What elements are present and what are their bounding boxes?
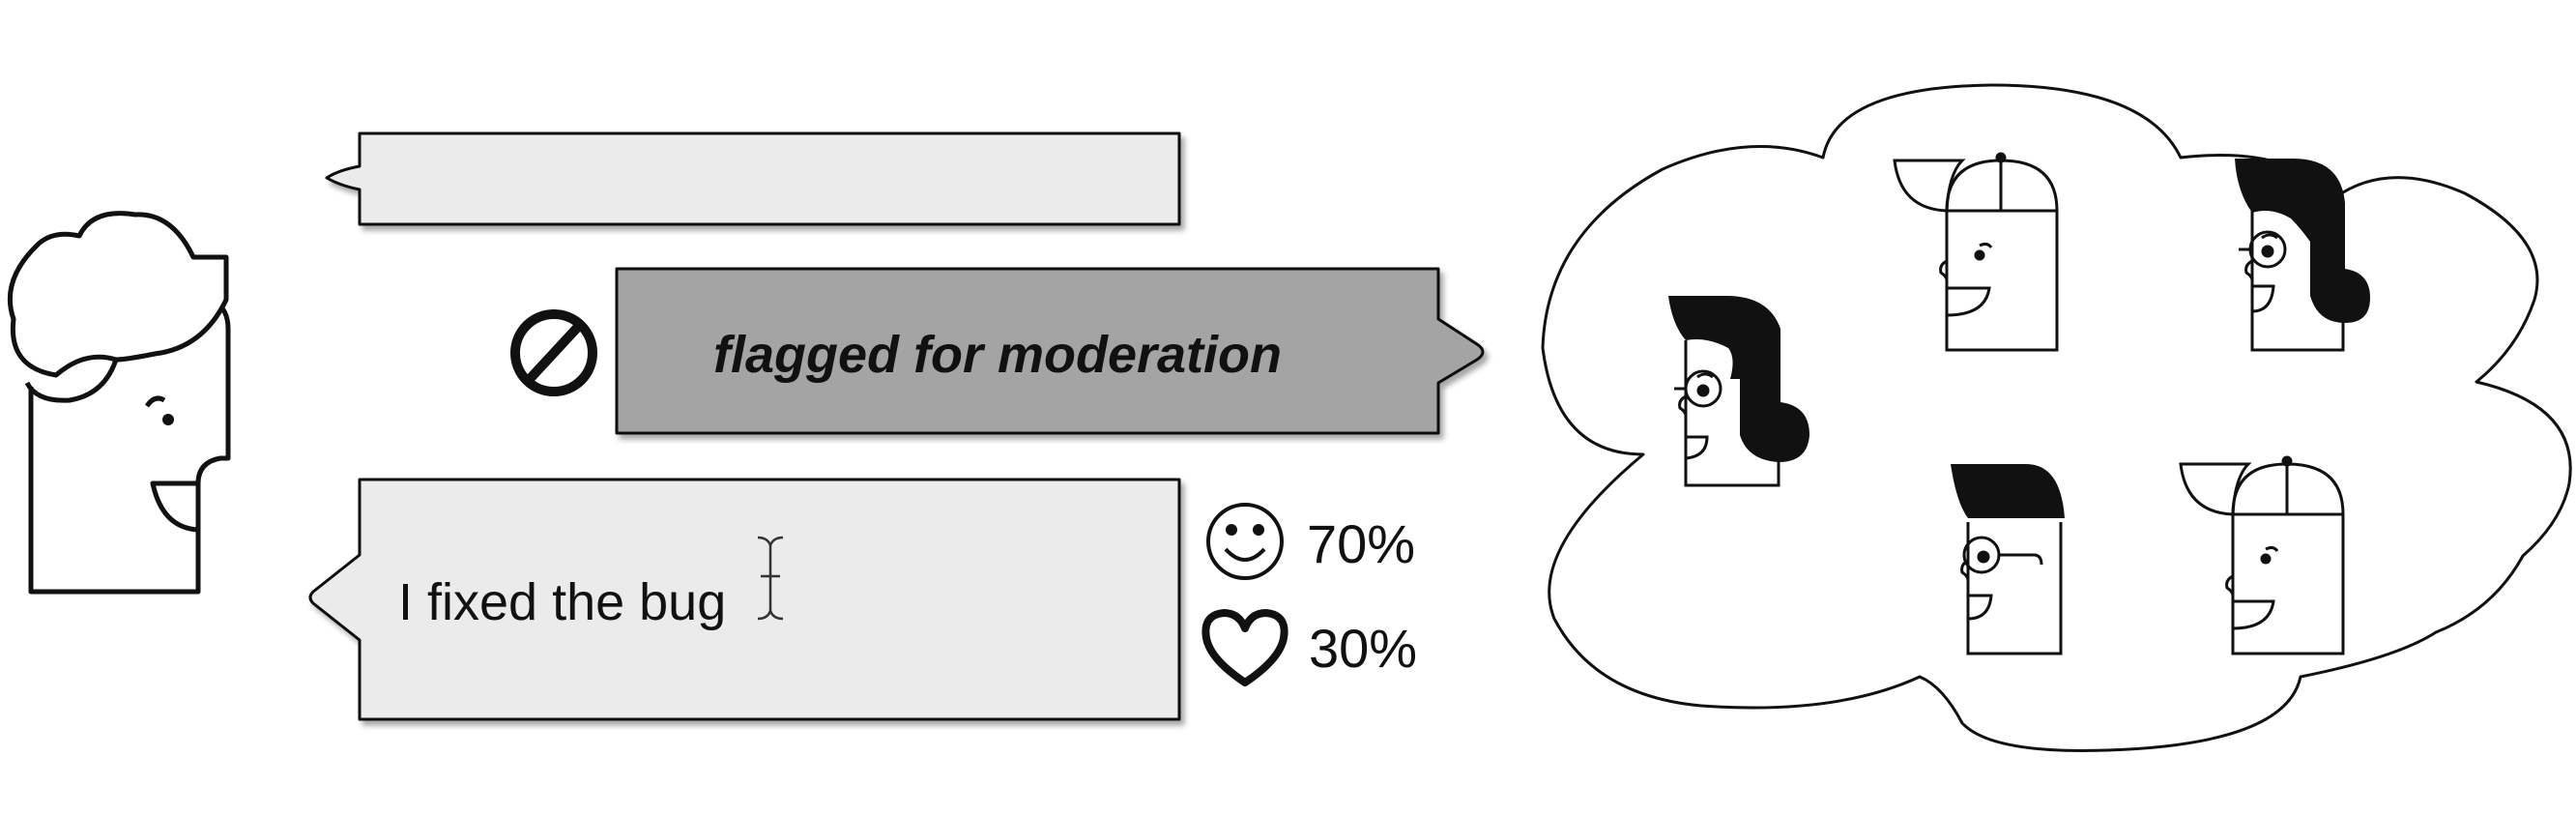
- audience-face-short-hair-glasses: [1951, 464, 2065, 655]
- message-bubble-flagged[interactable]: [615, 267, 1485, 435]
- message-bubble-empty[interactable]: [325, 131, 1181, 226]
- flagged-message-text: flagged for moderation: [713, 326, 1283, 384]
- audience-face-cap-2: [2179, 455, 2345, 655]
- audience-face-long-hair-glasses-2: [2235, 159, 2370, 352]
- heart-icon[interactable]: [1201, 609, 1288, 686]
- thought-cloud: [1541, 83, 2572, 752]
- text-cursor-icon: [757, 536, 784, 621]
- message-bubble-input[interactable]: [308, 478, 1181, 721]
- user-avatar: [7, 211, 231, 595]
- audience-face-cap: [1893, 152, 2059, 352]
- reaction-smiley-percent: 70%: [1307, 513, 1416, 574]
- audience-face-long-hair-glasses: [1668, 296, 1809, 487]
- message-input-text[interactable]: I fixed the bug: [398, 573, 727, 631]
- blocked-icon: [510, 309, 597, 396]
- reaction-heart-percent: 30%: [1309, 618, 1418, 679]
- smiley-icon[interactable]: [1206, 503, 1284, 580]
